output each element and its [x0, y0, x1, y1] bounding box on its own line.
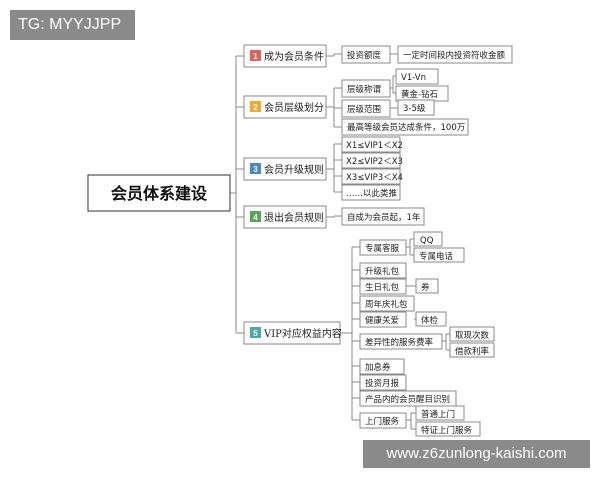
branch-5-number-badge — [250, 327, 261, 338]
svg-text:黄金-钻石: 黄金-钻石 — [401, 89, 438, 100]
svg-text:一定时间段内投资符收金额: 一定时间段内投资符收金额 — [403, 50, 506, 61]
branch-5-grandchild-5: 取现次数 — [449, 326, 495, 342]
branch-5-grandchild-7: 普通上门 — [415, 405, 465, 421]
branch-5-child-7: 加息券 — [359, 358, 405, 375]
svg-text:周年庆礼包: 周年庆礼包 — [365, 299, 408, 310]
branch-5-child-8: 投资月报 — [359, 374, 407, 391]
branch-5-child-10: 上门服务 — [359, 412, 407, 429]
svg-text:体检: 体检 — [421, 315, 439, 326]
branch-2-child-1: 层级称谓 — [341, 79, 391, 98]
branch-3: 3 会员升级规则 — [243, 157, 327, 181]
svg-text:专属客服: 专属客服 — [365, 243, 400, 254]
branch-2-grandchild-3: 3-5级 — [397, 99, 435, 116]
branch-2-number-badge — [250, 101, 261, 112]
branch-2-child-3: 最高等级会员达成条件，100万 — [341, 118, 469, 136]
branch-2-child-2: 层级范围 — [341, 99, 391, 118]
header-badge: TG: MYYJJPP — [10, 10, 135, 40]
branch-5: 5 VIP对应权益内容 — [243, 321, 342, 345]
svg-text:X3≤VIP3＜X4: X3≤VIP3＜X4 — [346, 173, 403, 183]
branch-5-grandchild-2: 专属电话 — [413, 247, 465, 263]
branch-3-child-2: X2≤VIP2＜X3 — [341, 152, 403, 169]
svg-text:2: 2 — [253, 103, 258, 112]
svg-text:加息券: 加息券 — [365, 362, 391, 373]
branch-2-grandchild-2: 黄金-钻石 — [395, 85, 449, 102]
svg-text:5: 5 — [253, 329, 258, 338]
svg-text:普通上门: 普通上门 — [421, 409, 455, 420]
svg-text:专属电话: 专属电话 — [419, 251, 454, 262]
branch-5-child-5: 健康关爱 — [359, 311, 407, 328]
root-label: 会员体系建设 — [111, 184, 208, 203]
branch-3-child-1: X1≤VIP1＜X2 — [341, 136, 403, 153]
branch-5-child-9: 产品内的会员醒目识别 — [359, 390, 457, 407]
branch-5-child-2: 升级礼包 — [359, 262, 407, 279]
branch-5-child-6: 差异性的服务费率 — [359, 333, 443, 350]
branch-1-child-1: 投资额度 — [341, 45, 391, 64]
branch-5-label: VIP对应权益内容 — [263, 327, 342, 340]
svg-text:3: 3 — [253, 165, 258, 174]
branch-5-grandchild-4: 体检 — [415, 311, 447, 327]
branch-1-grandchild-1: 一定时间段内投资符收金额 — [397, 45, 513, 64]
branch-1-label: 成为会员条件 — [264, 50, 324, 63]
branch-5-child-4: 周年庆礼包 — [359, 295, 415, 312]
branch-1: 1 成为会员条件 — [243, 44, 327, 68]
branch-5-grandchild-1: QQ — [413, 231, 443, 247]
svg-text:投资月报: 投资月报 — [365, 378, 400, 389]
branch-5-child-3: 生日礼包 — [359, 278, 407, 295]
branch-4-label: 退出会员规则 — [264, 211, 324, 224]
svg-text:产品内的会员醒目识别: 产品内的会员醒目识别 — [365, 394, 450, 405]
svg-text:X2≤VIP2＜X3: X2≤VIP2＜X3 — [346, 157, 403, 167]
svg-text:健康关爱: 健康关爱 — [365, 315, 399, 326]
svg-text:差异性的服务费率: 差异性的服务费率 — [365, 337, 434, 348]
root-node: 会员体系建设 — [87, 174, 231, 212]
svg-text:最高等级会员达成条件，100万: 最高等级会员达成条件，100万 — [347, 122, 465, 133]
svg-text:3-5级: 3-5级 — [403, 103, 426, 114]
branch-5-grandchild-3: 券 — [415, 278, 439, 294]
branch-4-child-1: 自成为会员起，1年 — [341, 207, 425, 226]
svg-text:取现次数: 取现次数 — [455, 330, 490, 341]
branch-3-number-badge — [250, 163, 261, 174]
svg-text:……以此类推: ……以此类推 — [346, 188, 398, 199]
branch-1-number-badge — [250, 50, 261, 61]
branch-2: 2 会员层级划分 — [243, 95, 327, 119]
svg-text:层级范围: 层级范围 — [347, 104, 381, 115]
branch-3-label: 会员升级规则 — [264, 163, 324, 176]
svg-text:自成为会员起，1年: 自成为会员起，1年 — [347, 212, 421, 223]
svg-text:层级称谓: 层级称谓 — [347, 84, 381, 95]
svg-text:券: 券 — [421, 282, 430, 293]
svg-text:特证上门服务: 特证上门服务 — [421, 425, 473, 436]
branch-5-grandchild-8: 特证上门服务 — [415, 421, 481, 437]
svg-text:投资额度: 投资额度 — [347, 50, 382, 61]
watermark: www.z6zunlong-kaishi.com — [363, 440, 590, 468]
svg-text:4: 4 — [253, 213, 258, 222]
branch-5-grandchild-6: 借款利率 — [449, 342, 495, 358]
branch-5-child-1: 专属客服 — [359, 239, 407, 256]
svg-text:QQ: QQ — [420, 236, 434, 246]
connector-lines — [230, 53, 450, 430]
svg-text:V1-Vn: V1-Vn — [401, 73, 426, 83]
branch-2-grandchild-1: V1-Vn — [395, 68, 439, 85]
svg-text:1: 1 — [253, 52, 258, 61]
svg-text:X1≤VIP1＜X2: X1≤VIP1＜X2 — [346, 141, 403, 151]
branch-4: 4 退出会员规则 — [243, 205, 327, 229]
svg-text:生日礼包: 生日礼包 — [365, 282, 400, 293]
branch-3-child-4: ……以此类推 — [341, 184, 401, 201]
branch-3-child-3: X3≤VIP3＜X4 — [341, 168, 403, 185]
svg-text:借款利率: 借款利率 — [455, 346, 490, 357]
svg-text:上门服务: 上门服务 — [365, 416, 400, 427]
branch-2-label: 会员层级划分 — [264, 101, 324, 114]
svg-text:升级礼包: 升级礼包 — [365, 266, 400, 277]
branch-4-number-badge — [250, 211, 261, 222]
